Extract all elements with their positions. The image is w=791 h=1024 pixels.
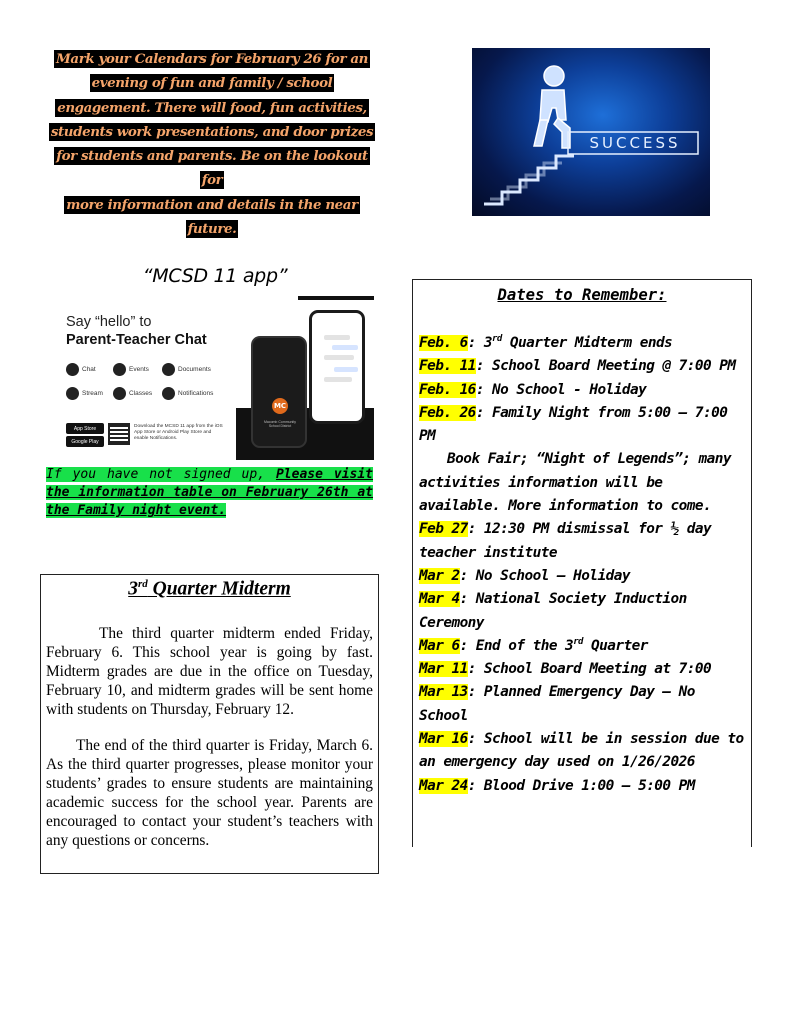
chat-bubble	[332, 345, 358, 350]
qr-code-icon	[108, 423, 130, 445]
parent-teacher-chat-promo: Say “hello” to Parent-Teacher Chat Chat …	[46, 296, 374, 460]
announcement-line: for students and parents. Be on the look…	[54, 147, 370, 190]
date-item: Mar 24: Blood Drive 1:00 – 5:00 PM	[419, 777, 695, 794]
announcement-line: students work presentations, and door pr…	[48, 122, 376, 141]
app-store-badge[interactable]: App Store	[66, 423, 104, 434]
midterm-article: 3rd Quarter Midterm The third quarter mi…	[40, 574, 379, 874]
chat-bubble	[334, 367, 358, 372]
feature-classes: Classes	[113, 387, 152, 400]
date-item: Feb. 11: School Board Meeting @ 7:00 PM	[419, 358, 736, 375]
stream-icon	[66, 387, 79, 400]
announcement-line: evening of fun and family / school	[89, 74, 335, 93]
phone-mockup-splash: MC Macomb Community School District	[251, 336, 307, 448]
classes-icon	[113, 387, 126, 400]
announcement-line: Mark your Calendars for February 26 for …	[54, 50, 370, 68]
date-item: Mar 4: National Society Induction Ceremo…	[419, 591, 687, 631]
success-stairs-image: SUCCESS	[472, 48, 710, 216]
midterm-paragraph-1: The third quarter midterm ended Friday, …	[46, 624, 373, 718]
date-item: Feb 27: 12:30 PM dismissal for ½ day tea…	[419, 521, 712, 561]
dates-to-remember: Dates to Remember: Feb. 6: 3rd Quarter M…	[412, 279, 752, 847]
feature-chat: Chat	[66, 363, 96, 376]
date-item: Feb. 6: 3rd Quarter Midterm ends	[419, 334, 673, 351]
divider	[298, 296, 374, 300]
phone-mockup-chat	[309, 310, 365, 424]
mcsd-logo: MC	[272, 398, 288, 414]
chat-icon	[66, 363, 79, 376]
calendar-icon	[113, 363, 126, 376]
stairs-figure-illustration	[484, 65, 699, 206]
date-item: Mar 16: School will be in session due to…	[419, 731, 744, 771]
date-item: Feb. 16: No School - Holiday	[419, 381, 647, 398]
app-heading: “MCSD 11 app”	[142, 265, 288, 287]
signup-notice: If you have not signed up, Please visit …	[46, 466, 373, 521]
feature-documents: Documents	[162, 363, 211, 376]
bell-icon	[162, 387, 175, 400]
date-item: Mar 11: School Board Meeting at 7:00	[419, 661, 712, 678]
success-word: SUCCESS	[589, 134, 681, 152]
document-icon	[162, 363, 175, 376]
announcement-line: more information and details in the near	[64, 195, 360, 214]
announcement-line: engagement. There will food, fun activit…	[55, 98, 369, 117]
date-item: Mar 2: No School – Holiday	[419, 567, 631, 584]
chat-bubble	[324, 355, 354, 360]
dates-list: Feb. 6: 3rd Quarter Midterm ends Feb. 11…	[413, 332, 751, 798]
phone-splash-text: Macomb Community School District	[263, 420, 297, 428]
chat-bubble	[324, 377, 352, 382]
promo-hello-text: Say “hello” to	[66, 314, 152, 330]
chat-bubble	[324, 335, 350, 340]
feature-stream: Stream	[66, 387, 103, 400]
midterm-paragraph-2: The end of the third quarter is Friday, …	[46, 736, 373, 850]
notice-plain-text: If you have not signed up,	[46, 467, 276, 482]
date-item-note: Book Fair; “Night of Legends”; many acti…	[419, 451, 732, 515]
feature-events: Events	[113, 363, 149, 376]
dates-title: Dates to Remember:	[497, 286, 667, 304]
date-item: Mar 6: End of the 3rd Quarter	[419, 637, 648, 654]
date-item: Feb. 26: Family Night from 5:00 – 7:00 P…	[419, 404, 728, 445]
google-play-badge[interactable]: Google Play	[66, 436, 104, 447]
date-item: Mar 13: Planned Emergency Day – No Schoo…	[419, 684, 695, 724]
family-night-announcement: Mark your Calendars for February 26 for …	[44, 47, 380, 241]
promo-headline: Parent-Teacher Chat	[66, 332, 207, 348]
announcement-line: future.	[185, 220, 239, 239]
download-instructions: Download the MCSD 11 app from the iOS Ap…	[134, 424, 223, 441]
midterm-title: 3rd Quarter Midterm	[128, 578, 291, 600]
feature-notifications: Notifications	[162, 387, 213, 400]
